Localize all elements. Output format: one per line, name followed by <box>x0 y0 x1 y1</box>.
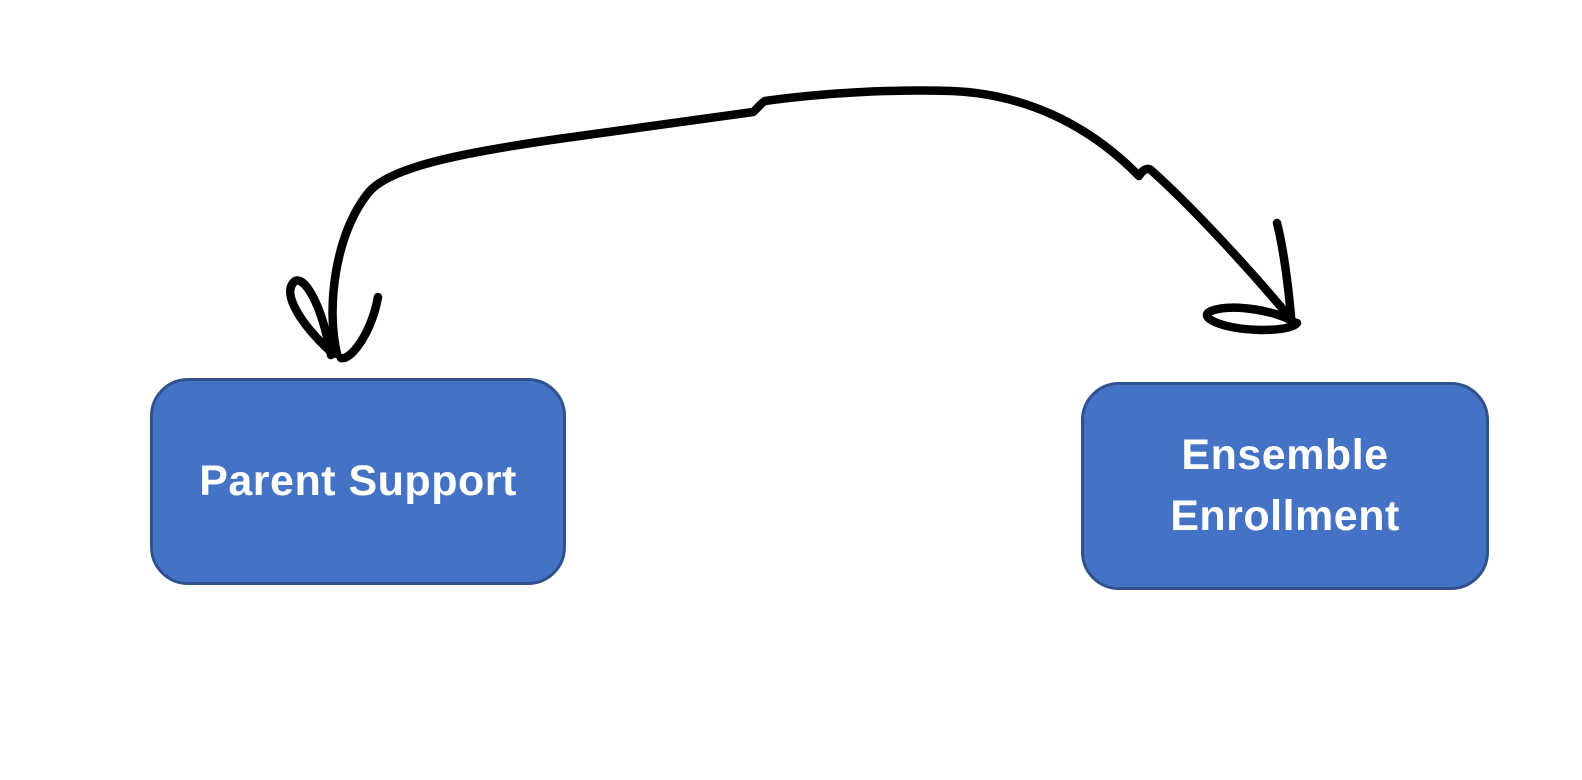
arrow-main-curve <box>328 86 1297 359</box>
node-ensemble-enrollment: Ensemble Enrollment <box>1081 382 1489 590</box>
node-parent-support: Parent Support <box>150 378 566 585</box>
arrow-left-head-loop <box>286 276 336 360</box>
arrow-right-head-loop <box>1202 303 1302 335</box>
arrow-left-head-barb <box>336 292 383 363</box>
node-ensemble-enrollment-label: Ensemble Enrollment <box>1170 430 1400 540</box>
node-parent-support-label: Parent Support <box>199 456 517 505</box>
arrow-right-head-barb <box>1272 218 1296 321</box>
